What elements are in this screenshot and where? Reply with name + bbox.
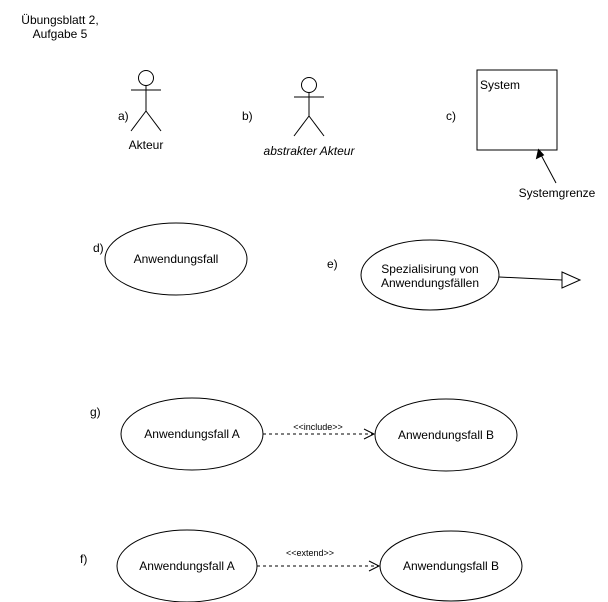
extend-arrow xyxy=(257,560,381,572)
specialization-ellipse[interactable] xyxy=(360,239,500,311)
system-boundary-label: Systemgrenze xyxy=(519,186,596,200)
label-f: f) xyxy=(80,552,87,566)
generalization-arrow xyxy=(498,271,582,289)
sheet-title-line2: Aufgabe 5 xyxy=(33,27,88,41)
sheet-title-line1: Übungsblatt 2, xyxy=(21,13,98,27)
actor-label: Akteur xyxy=(129,138,164,152)
abstract-actor-figure[interactable] xyxy=(293,77,325,137)
include-target-label: Anwendungsfall B xyxy=(398,428,494,442)
extend-stereotype: <<extend>> xyxy=(286,548,334,558)
include-source-label: Anwendungsfall A xyxy=(144,427,239,441)
label-b: b) xyxy=(242,109,253,123)
abstract-actor-label: abstrakter Akteur xyxy=(264,144,356,158)
specialization-label-line1: Spezialisirung von xyxy=(381,262,478,276)
include-arrow xyxy=(263,428,376,440)
system-boundary-box[interactable] xyxy=(476,69,558,151)
label-c: c) xyxy=(446,109,456,123)
use-case-ellipse[interactable] xyxy=(104,222,248,296)
system-boundary-arrow xyxy=(535,148,557,184)
system-label: System xyxy=(480,78,520,92)
specialization-label-line2: Anwendungsfällen xyxy=(381,276,479,290)
actor-figure[interactable] xyxy=(130,70,162,132)
label-a: a) xyxy=(118,109,129,123)
label-d: d) xyxy=(93,241,104,255)
label-e: e) xyxy=(327,257,338,271)
extend-source-label: Anwendungsfall A xyxy=(139,559,234,573)
include-target-ellipse[interactable] xyxy=(374,398,518,472)
label-g: g) xyxy=(90,405,101,419)
extend-target-label: Anwendungsfall B xyxy=(403,559,499,573)
include-stereotype: <<include>> xyxy=(293,422,343,432)
use-case-label: Anwendungsfall xyxy=(134,252,219,266)
